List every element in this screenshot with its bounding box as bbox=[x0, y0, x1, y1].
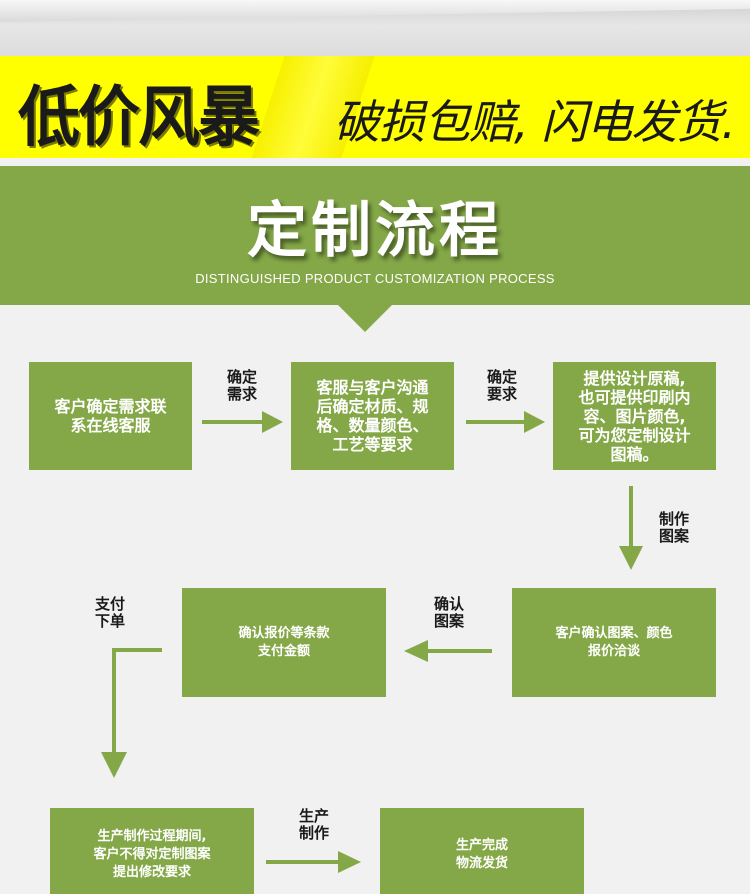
arrow-step1-step2 bbox=[202, 411, 283, 433]
step-confirm-specs: 客服与客户沟通 后确定材质、规 格、数量颜色、 工艺等要求 bbox=[291, 362, 454, 470]
process-title: 定制流程 bbox=[247, 196, 503, 266]
label-production: 生产 制作 bbox=[298, 807, 329, 842]
glass-edge-decoration bbox=[0, 0, 750, 22]
promo-slogan: 破损包赔, 闪电发货. bbox=[334, 95, 736, 149]
step-production-notice: 生产制作过程期间, 客户不得对定制图案 提出修改要求 bbox=[50, 808, 254, 894]
header-notch-pointer bbox=[337, 304, 393, 332]
arrow-step3-step4 bbox=[619, 486, 643, 570]
step-confirm-requirements: 客户确定需求联 系在线客服 bbox=[29, 362, 192, 470]
step-payment: 确认报价等条款 支付金额 bbox=[182, 588, 386, 697]
label-make-pattern: 制作 图案 bbox=[658, 510, 689, 545]
arrow-step5-step6-head bbox=[101, 752, 127, 778]
process-header bbox=[0, 166, 750, 305]
process-subtitle: DISTINGUISHED PRODUCT CUSTOMIZATION PROC… bbox=[195, 271, 555, 286]
label-pay-order: 支付 下单 bbox=[94, 595, 125, 630]
step-shipping: 生产完成 物流发货 bbox=[380, 808, 584, 894]
step-provide-design: 提供设计原稿, 也可提供印刷内 容、图片颜色, 可为您定制设计 图稿。 bbox=[553, 362, 716, 470]
arrow-step5-step6 bbox=[112, 648, 162, 752]
arrow-step4-step5 bbox=[404, 640, 492, 662]
promo-headline: 低价风暴 bbox=[18, 78, 260, 156]
arrow-step2-step3 bbox=[466, 411, 545, 433]
top-glass-strip bbox=[0, 0, 750, 58]
promo-banner: 低价风暴 破损包赔, 闪电发货. bbox=[0, 56, 750, 158]
step-confirm-pattern: 客户确认图案、颜色 报价洽谈 bbox=[512, 588, 716, 697]
label-confirm-pattern: 确认 图案 bbox=[433, 595, 464, 630]
label-confirm-needs: 确定 需求 bbox=[226, 368, 257, 403]
arrow-step6-step7 bbox=[266, 851, 361, 873]
label-confirm-requirements: 确定 要求 bbox=[486, 368, 517, 403]
